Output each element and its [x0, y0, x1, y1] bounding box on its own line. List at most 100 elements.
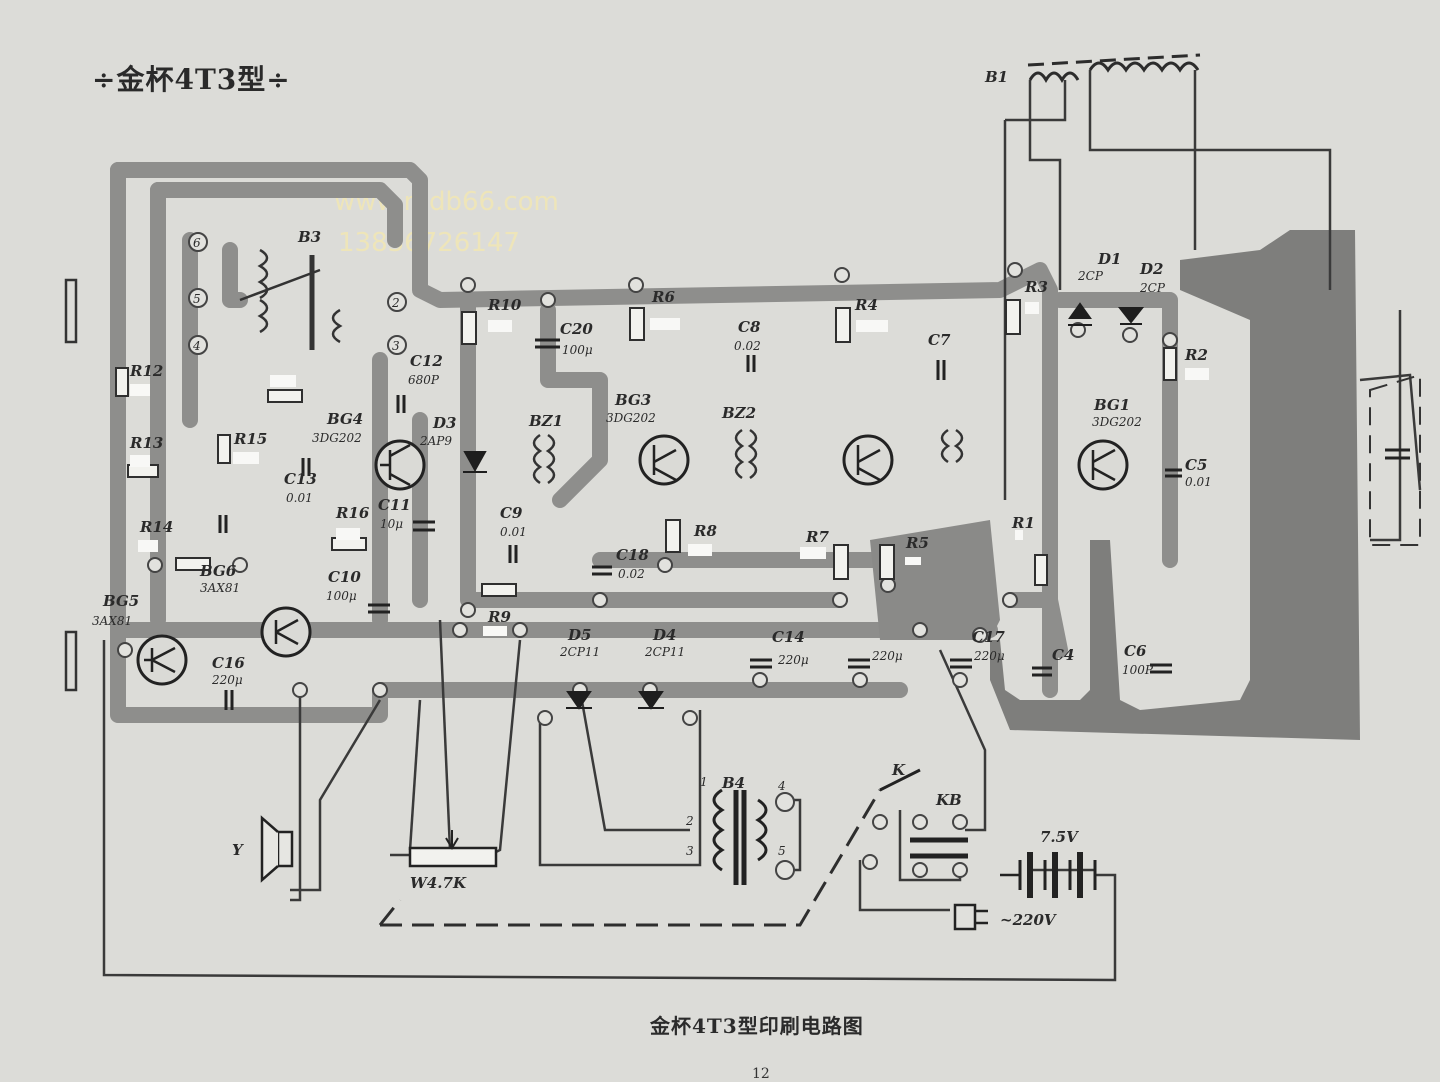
label-bg6-type: 3AX81: [200, 581, 240, 595]
label-c17: C17: [972, 628, 1005, 646]
capacitors: [218, 338, 1410, 710]
label-b1: B1: [984, 68, 1008, 86]
switch-k: [879, 768, 968, 859]
mains-plug-icon: [953, 903, 988, 931]
label-r4: R4: [854, 296, 878, 314]
dashed-link: [378, 789, 882, 927]
label-speaker: Y: [232, 841, 244, 859]
pin-5: 5: [193, 292, 201, 306]
label-switch-k: K: [891, 761, 906, 779]
label-c6-value: 100P: [1122, 663, 1154, 677]
label-r2: R2: [1184, 346, 1208, 364]
mount-slot-bottom: [64, 630, 78, 692]
label-bg3: BG3: [614, 391, 651, 409]
pin-3: 3: [392, 339, 400, 353]
label-d1: D1: [1097, 250, 1121, 268]
label-r1: R1: [1011, 514, 1035, 532]
label-pin5: 5: [778, 844, 786, 858]
label-r14: R14: [139, 518, 173, 536]
if-transformers: [532, 428, 964, 485]
transformer-b3: [239, 248, 343, 350]
ground-plane-mid: [870, 520, 1000, 640]
label-r5: R5: [905, 534, 929, 552]
label-d4: D4: [652, 626, 676, 644]
label-c16: C16: [212, 654, 245, 672]
volume-potentiometer[interactable]: [408, 846, 498, 868]
label-r12: R12: [129, 362, 163, 380]
label-c10: C10: [328, 568, 361, 586]
label-bg1: BG1: [1093, 396, 1130, 414]
label-d5-value: 2CP11: [559, 645, 600, 659]
label-c4: C4: [1052, 646, 1074, 664]
label-c20: C20: [560, 320, 593, 338]
label-r6: R6: [651, 288, 675, 306]
label-c14: C14: [772, 628, 805, 646]
diagram-caption: 金杯4T3型印刷电路图: [650, 1014, 864, 1038]
label-c12-value: 680P: [408, 373, 440, 387]
transistor-leads: [144, 443, 1116, 674]
copper-traces: [110, 162, 1178, 723]
label-c17-value: 220μ: [973, 649, 1005, 663]
label-bg4: BG4: [326, 410, 363, 428]
label-r15: R15: [233, 430, 267, 448]
label-c5: C5: [1185, 456, 1207, 474]
label-pin2b: 2: [685, 814, 694, 828]
label-pin3b: 3: [686, 844, 694, 858]
page-number: 12: [752, 1066, 770, 1082]
label-mains: ~220V: [1000, 911, 1057, 929]
label-bg1-type: 3DG202: [1092, 415, 1142, 429]
label-c12: C12: [410, 352, 443, 370]
label-bg5-type: 3AX81: [92, 614, 132, 628]
label-bg3-type: 3DG202: [606, 411, 656, 425]
pin-6: 6: [193, 236, 201, 250]
pin-2: 2: [391, 296, 400, 310]
label-r9: R9: [487, 608, 511, 626]
mount-slot-top: [64, 278, 78, 344]
label-b3: B3: [297, 228, 321, 246]
label-bg6: BG6: [199, 562, 237, 580]
label-c16-value: 220μ: [211, 673, 243, 687]
pads: [117, 232, 1178, 880]
label-battery: 7.5V: [1040, 828, 1079, 846]
label-r7: R7: [805, 528, 829, 546]
label-pin1: 1: [700, 775, 708, 789]
battery-icon: [1000, 852, 1097, 898]
label-bg4-type: 3DG202: [312, 431, 362, 445]
label-r16: R16: [335, 504, 370, 522]
pot-wiper: [445, 830, 459, 850]
label-d2: D2: [1139, 260, 1163, 278]
label-c13: C13: [284, 470, 317, 488]
label-c20-value: 100μ: [562, 343, 593, 357]
transformer-b1: [1027, 53, 1201, 84]
label-b4: B4: [721, 774, 745, 792]
label-c13-value: 0.01: [286, 491, 313, 505]
label-c8-value: 0.02: [734, 339, 761, 353]
label-bz2: BZ2: [721, 404, 756, 422]
label-pot: W4.7K: [410, 874, 467, 892]
label-d3-value: 2AP9: [419, 434, 452, 448]
ground-plane: [990, 230, 1360, 740]
label-c9-value: 0.01: [500, 525, 527, 539]
label-c3-value: 220μ: [871, 649, 903, 663]
label-pin4: 4: [777, 779, 786, 793]
pin-4: 4: [192, 339, 201, 353]
label-c11-value: 10μ: [380, 517, 403, 531]
label-c9: C9: [500, 504, 523, 522]
label-c10-value: 100μ: [326, 589, 357, 603]
label-bg5: BG5: [102, 592, 139, 610]
label-d3: D3: [432, 414, 456, 432]
label-c11: C11: [378, 496, 411, 514]
label-kb: KB: [935, 791, 962, 809]
label-d4-value: 2CP11: [644, 645, 685, 659]
label-c6: C6: [1124, 642, 1147, 660]
label-c18: C18: [616, 546, 649, 564]
label-r13: R13: [129, 434, 163, 452]
label-r8: R8: [693, 522, 717, 540]
diodes: [463, 302, 1145, 710]
transformer-b4: [712, 788, 768, 885]
label-d2-value: 2CP: [1139, 281, 1166, 295]
label-c8: C8: [738, 318, 761, 336]
wires: [102, 70, 1422, 982]
label-d5: D5: [567, 626, 591, 644]
